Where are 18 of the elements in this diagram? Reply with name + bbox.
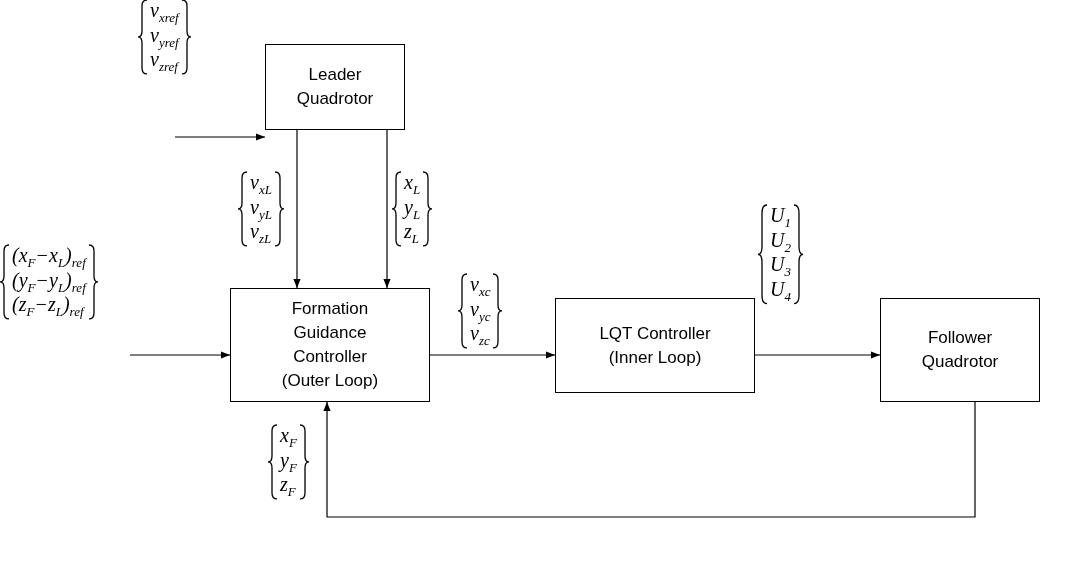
arrow xyxy=(129,351,231,359)
signal-vector: x$_{F}$ y$_{F}$ z$_{F}$ xyxy=(268,425,309,499)
arrow xyxy=(383,129,391,289)
arrow xyxy=(429,351,556,359)
block-box: Leader Quadrotor xyxy=(265,44,405,130)
signal-vector: v$_{xc}$ v$_{yc}$ v$_{zc}$ xyxy=(458,274,503,348)
block-box: Follower Quadrotor xyxy=(880,298,1040,402)
signal-vector: (x$_{F}$−x$_{L}$)$_{ref}$ (y$_{F}$−y$_{L}$)$_{ref}$ (z$_{F}$−z$_{L}$)$_{ref}$ xyxy=(0,245,98,319)
signal-vector: v$_{xL}$ v$_{yL}$ v$_{zL}$ xyxy=(238,172,284,246)
arrow xyxy=(293,129,301,289)
arrow xyxy=(174,133,266,141)
block-box: Formation Guidance Controller (Outer Loop) xyxy=(230,288,430,402)
block-box: LQT Controller (Inner Loop) xyxy=(555,298,755,393)
arrow xyxy=(754,351,881,359)
arrow xyxy=(323,401,976,518)
signal-vector: x$_{L}$ y$_{L}$ z$_{L}$ xyxy=(392,172,433,246)
signal-vector: v$_{xref}$ v$_{yref}$ v$_{zref}$ xyxy=(138,0,191,74)
signal-vector: U$_{1}$ U$_{2}$ U$_{3}$ U$_{4}$ xyxy=(758,205,803,304)
